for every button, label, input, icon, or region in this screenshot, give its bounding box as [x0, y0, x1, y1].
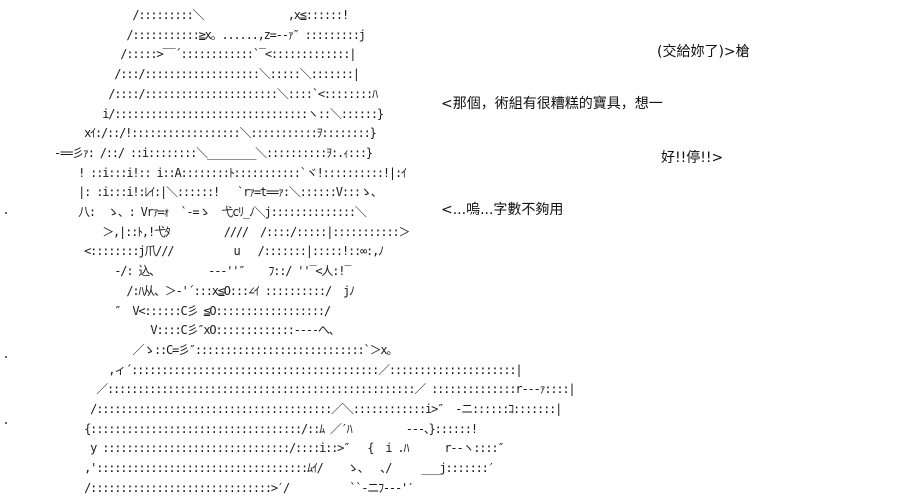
ascii-art-line: <::::::::j爪/// u /:::::::|:::::!::∞:,ﾉ: [48, 244, 384, 259]
margin-dot: [5, 212, 7, 214]
ascii-art-line: xｲ:/::/!::::::::::::::::::＼:::::::::::ｦ:…: [48, 126, 377, 141]
dialogue-line-2: <那個，術組有很糟糕的寶具，想一: [441, 96, 663, 112]
ascii-art-line: ,':::::::::::::::::::::::::::::::::::ﾑｲ/…: [48, 461, 495, 476]
ascii-art-line: /::::::::::::::::::::::::::::::>′/ ``‐ニﾌ…: [48, 480, 414, 495]
ascii-art-line: V::::C彡″xO:::::::::::::‐‐‐‐へ、: [48, 323, 340, 338]
ascii-art-line: /:::::::::::::::::::::::::::::::::::::::…: [48, 402, 562, 417]
ascii-art-line: /:::::::::＼ ,x≦::::::!: [48, 8, 349, 22]
ascii-art-line: ‐/: 込、 ‐‐‐''″ ﾌ::/ ''‾<人:!‾: [48, 264, 351, 279]
ascii-art-line: /:::/:::::::::::::::::::＼:::::＼:::::::|: [48, 67, 360, 82]
ascii-art-line: ／:::::::::::::::::::::::::::::::::::::::…: [48, 382, 575, 397]
ascii-art-line: ＞,|::ﾄ,!弋ﾀ //// /::::/:::::|:::::::::::＞: [48, 224, 410, 239]
scene: /:::::::::＼ ,x≦::::::! /:::::::::::≧x。..…: [5, 8, 750, 495]
ascii-art-line: ‐==彡ｧ: /::/ ::i::::::::＼________＼:::::::…: [48, 145, 373, 160]
ascii-art-line: ! ::i:::i!:: i::A::::::::ﾄ:::::::::::`ヾ!…: [48, 165, 407, 180]
ascii-art-line: /:ﾊ从、＞‐'´:::x≦O:::∠ｲ ::::::::::/ jﾉ: [48, 283, 355, 298]
ascii-art-line: 八: ゝ、: Vrｧ=ｫ `‐=ゝ 弋cﾘ_ﾉ＼j::::::::::::::＼: [48, 205, 367, 220]
ascii-art-character: /:::::::::＼ ,x≦::::::! /:::::::::::≧x。..…: [48, 6, 576, 499]
ascii-art-line: {:::::::::::::::::::::::::::::::::::/::ﾑ…: [48, 421, 478, 436]
ascii-art-line: ／ゝ::C=彡″::::::::::::::::::::::::::::`＞x。: [48, 342, 398, 357]
ascii-art-line: |: :i:::i!:ﾚｲ:|＼::::::! `rｧ=t==ｧ:＼::::::…: [48, 185, 383, 200]
ascii-art-line: ″ V<::::::C彡 ≦O::::::::::::::::::/: [48, 303, 331, 318]
margin-dot: [5, 422, 7, 424]
dialogue-line-3: 好!!停!!>: [661, 150, 724, 166]
ascii-art-line: /::::/::::::::::::::::::::::＼::::`<:::::…: [48, 86, 378, 101]
ascii-art-line: i/::::::::::::::::::::::::::::::::ヽ::＼::…: [48, 106, 384, 121]
dialogue-line-1: (交給妳了)>槍: [657, 44, 750, 60]
ascii-art-line: /:::::>‾‾´::::::::::::`‾<:::::::::::::|: [48, 47, 356, 62]
margin-dot: [5, 356, 7, 358]
ascii-art-line: /:::::::::::≧x。......,z=‐‐ｧ″ :::::::::j: [48, 27, 366, 42]
dialogue-line-4: <...嗚...字數不夠用: [441, 202, 564, 218]
ascii-art-line: ,ィ´:::::::::::::::::::::::::::::::::::::…: [48, 362, 522, 377]
ascii-art-line: y :::::::::::::::::::::::::::::::/::::i:…: [48, 441, 504, 456]
